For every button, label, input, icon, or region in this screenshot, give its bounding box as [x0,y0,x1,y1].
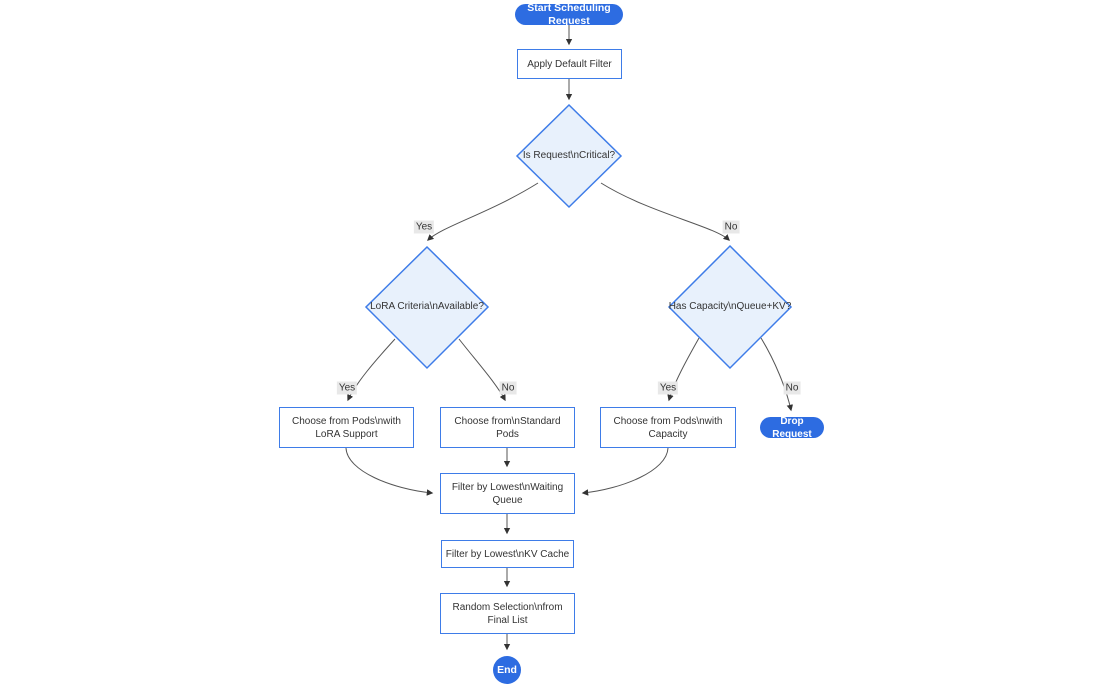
edge-label-capacity-yes: Yes [657,381,679,395]
node-choose-lora-pods-line1: Choose from Pods\nwith [292,415,401,427]
edge-capacity-no [760,337,794,412]
edge-label-capacity-no: No [783,381,801,395]
node-start: Start Scheduling Request [515,2,623,27]
node-choose-standard-pods-line2: Pods [496,428,519,440]
edge-label-critical-yes: Yes [413,220,435,234]
node-choose-lora-pods: Choose from Pods\nwith LoRA Support [279,407,414,448]
edge-lora-no [458,338,506,402]
node-choose-capacity-pods-line1: Choose from Pods\nwith [613,415,723,427]
node-filter-waiting-queue: Filter by Lowest\nWaiting Queue [440,473,575,514]
node-has-capacity-label: Has Capacity\nQueue+KV? [668,301,792,312]
node-choose-capacity-pods-line2: Capacity [648,428,688,440]
node-drop-request: Drop Request [760,416,824,440]
node-end: End [493,656,521,684]
node-filter-kv-cache: Filter by Lowest\nKV Cache [441,540,574,568]
node-apply-default-filter: Apply Default Filter [517,49,622,79]
node-is-critical-label: Is Request\nCritical? [522,150,616,161]
edge-is-critical-yes [427,182,539,241]
edge-is-critical-no [600,182,730,241]
edge-lora-yes [347,338,396,402]
node-choose-lora-pods-line2: LoRA Support [315,428,378,440]
node-random-selection-line1: Random Selection\nfrom [452,601,563,613]
node-has-capacity-shape [667,244,793,370]
edge-label-lora-yes: Yes [336,381,358,395]
edge-label-lora-no: No [499,381,517,395]
edge-label-critical-no: No [722,220,740,234]
edge-capacity-yes [667,337,700,402]
node-lora-criteria-shape [364,245,490,370]
node-random-selection: Random Selection\nfrom Final List [440,593,575,634]
node-choose-capacity-pods: Choose from Pods\nwith Capacity [600,407,736,448]
node-filter-waiting-queue-line1: Filter by Lowest\nWaiting [451,481,564,493]
edge-choose-capacity-to-filter-queue [581,447,669,496]
node-choose-standard-pods: Choose from\nStandard Pods [440,407,575,448]
node-filter-waiting-queue-line2: Queue [492,494,523,506]
node-is-critical-shape [515,103,623,209]
node-random-selection-line2: Final List [487,614,528,626]
edge-choose-lora-to-filter-queue [345,447,434,496]
node-lora-criteria-label: LoRA Criteria\nAvailable? [370,301,484,312]
node-choose-standard-pods-line1: Choose from\nStandard [454,415,561,427]
